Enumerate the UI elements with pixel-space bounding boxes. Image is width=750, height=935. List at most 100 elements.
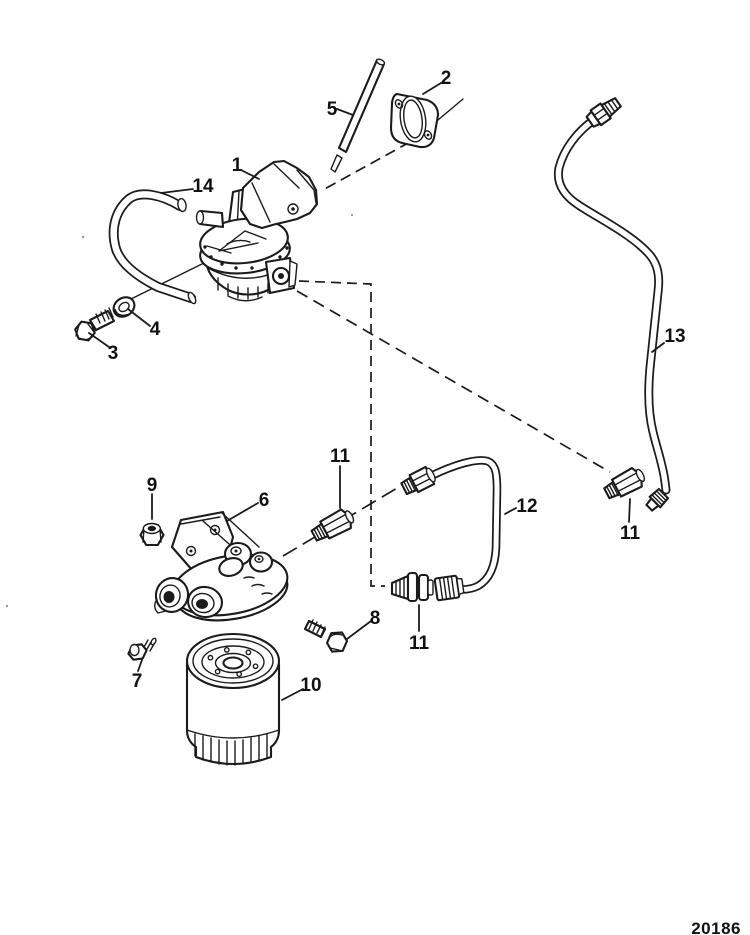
bracket-center-opening <box>218 557 244 577</box>
callout-13: 13 <box>664 326 685 347</box>
bracket-bolt <box>303 619 349 653</box>
leader-11-right <box>628 498 631 523</box>
line13-end-fitting <box>645 487 670 512</box>
nut9-hole <box>147 525 156 532</box>
bolt3-head-facets <box>75 323 95 341</box>
leader-12 <box>504 507 517 515</box>
gasket-opening-inner <box>403 99 423 139</box>
hose-cut-end <box>187 291 197 305</box>
fuel-line-long <box>553 97 671 512</box>
drain-plug <box>127 637 157 661</box>
bracket-port-2-hole <box>196 599 208 609</box>
bracket-port-1-hole <box>163 591 175 603</box>
bolt3-threads <box>95 307 114 324</box>
fitting-right-ribs <box>606 482 619 498</box>
pump-inlet-end <box>195 210 205 225</box>
leader-4 <box>127 308 151 327</box>
line13-top-fitting <box>585 97 622 128</box>
axis-bolt3-to-pump <box>130 261 207 300</box>
gasket <box>389 92 440 149</box>
axis-pump-to-fitting-right <box>296 290 611 473</box>
callout-11-right: 11 <box>620 523 641 544</box>
hose-open-end <box>177 197 187 213</box>
bolt8-head-facets <box>329 633 343 651</box>
gasket-hole-upper-dot <box>397 102 401 106</box>
filter-flute-top <box>186 729 280 739</box>
callout-1: 1 <box>232 155 243 176</box>
pump-arm-detail <box>251 163 317 223</box>
fitting-left <box>310 508 355 542</box>
push-rod-top-cap <box>375 58 386 66</box>
scan-specks <box>5 213 354 608</box>
callout-14: 14 <box>192 176 214 197</box>
pump-outlet-tab <box>288 260 298 288</box>
push-rod-tip <box>330 154 343 173</box>
pump-arm-hole-dot <box>291 207 295 211</box>
plug7-tip <box>150 637 157 646</box>
bracket-nut <box>139 522 165 547</box>
push-rod <box>330 58 386 173</box>
fitting-right-face <box>635 468 646 483</box>
push-rod-body <box>337 58 386 154</box>
line12-lower-fitting <box>433 574 465 602</box>
elbow-cap <box>427 579 434 596</box>
elbow-stub-ribs <box>395 577 405 598</box>
bracket-boss-b-dot <box>257 557 261 561</box>
line13-core <box>555 119 669 493</box>
line12-core <box>430 457 500 593</box>
line13-outline <box>553 117 671 495</box>
filter-plate-bolts <box>207 647 259 677</box>
filter-body <box>185 662 281 765</box>
elbow-flange-1 <box>406 571 419 603</box>
washer-shade <box>113 308 129 317</box>
leader-13 <box>651 342 665 353</box>
fitting-left-face <box>344 510 355 524</box>
fuel-hose <box>108 189 197 305</box>
bracket-foot <box>154 598 167 614</box>
fitting-left-facets <box>322 513 352 534</box>
gasket-hole-upper <box>394 99 404 109</box>
pump-mount-bolt <box>74 307 116 342</box>
leader-lines <box>88 82 665 701</box>
line12-upper-fitting <box>400 465 436 496</box>
fuel-line-short <box>400 456 502 602</box>
filter-flutes <box>194 733 268 766</box>
callout-11-left: 11 <box>330 446 351 467</box>
assembly-axis-lines <box>130 98 611 587</box>
callout-labels: 1 2 3 4 5 6 7 8 9 10 11 11 11 12 13 14 <box>108 68 686 696</box>
callout-9: 9 <box>147 475 158 496</box>
callout-4: 4 <box>150 319 161 340</box>
callout-11-bottom: 11 <box>409 633 430 654</box>
pump-cup-hatch <box>217 277 269 300</box>
bracket-face-marks <box>243 576 273 595</box>
leader-7 <box>137 659 143 672</box>
leader-2 <box>422 82 442 95</box>
callout-12: 12 <box>516 496 537 517</box>
fitting-right-facets <box>614 471 643 492</box>
callout-2: 2 <box>441 68 452 89</box>
leader-14 <box>160 188 194 194</box>
fitting-elbow <box>390 571 434 603</box>
bracket-boss-a-dot <box>234 549 238 553</box>
callout-6: 6 <box>259 490 270 511</box>
callout-3: 3 <box>108 343 119 364</box>
gasket-hole-lower <box>423 130 433 140</box>
filter-center-hole <box>222 656 244 670</box>
callout-10: 10 <box>300 675 321 696</box>
gasket-hole-lower-dot <box>426 133 430 137</box>
plug7-face <box>129 643 140 657</box>
hose-core <box>110 191 195 302</box>
fuel-pump <box>195 159 319 302</box>
bolt8-threads <box>308 619 326 637</box>
fitting-right <box>603 466 646 500</box>
pump-lever-detail <box>206 230 267 254</box>
axis-gasket-upper-segment <box>437 98 464 121</box>
fuel-filter <box>185 632 281 766</box>
pump-upper-arm <box>239 159 319 230</box>
filter-bracket <box>154 510 289 622</box>
washer-inner <box>118 301 130 313</box>
bolt8-head <box>325 631 349 653</box>
leader-1 <box>240 169 260 180</box>
leader-3 <box>88 332 110 348</box>
